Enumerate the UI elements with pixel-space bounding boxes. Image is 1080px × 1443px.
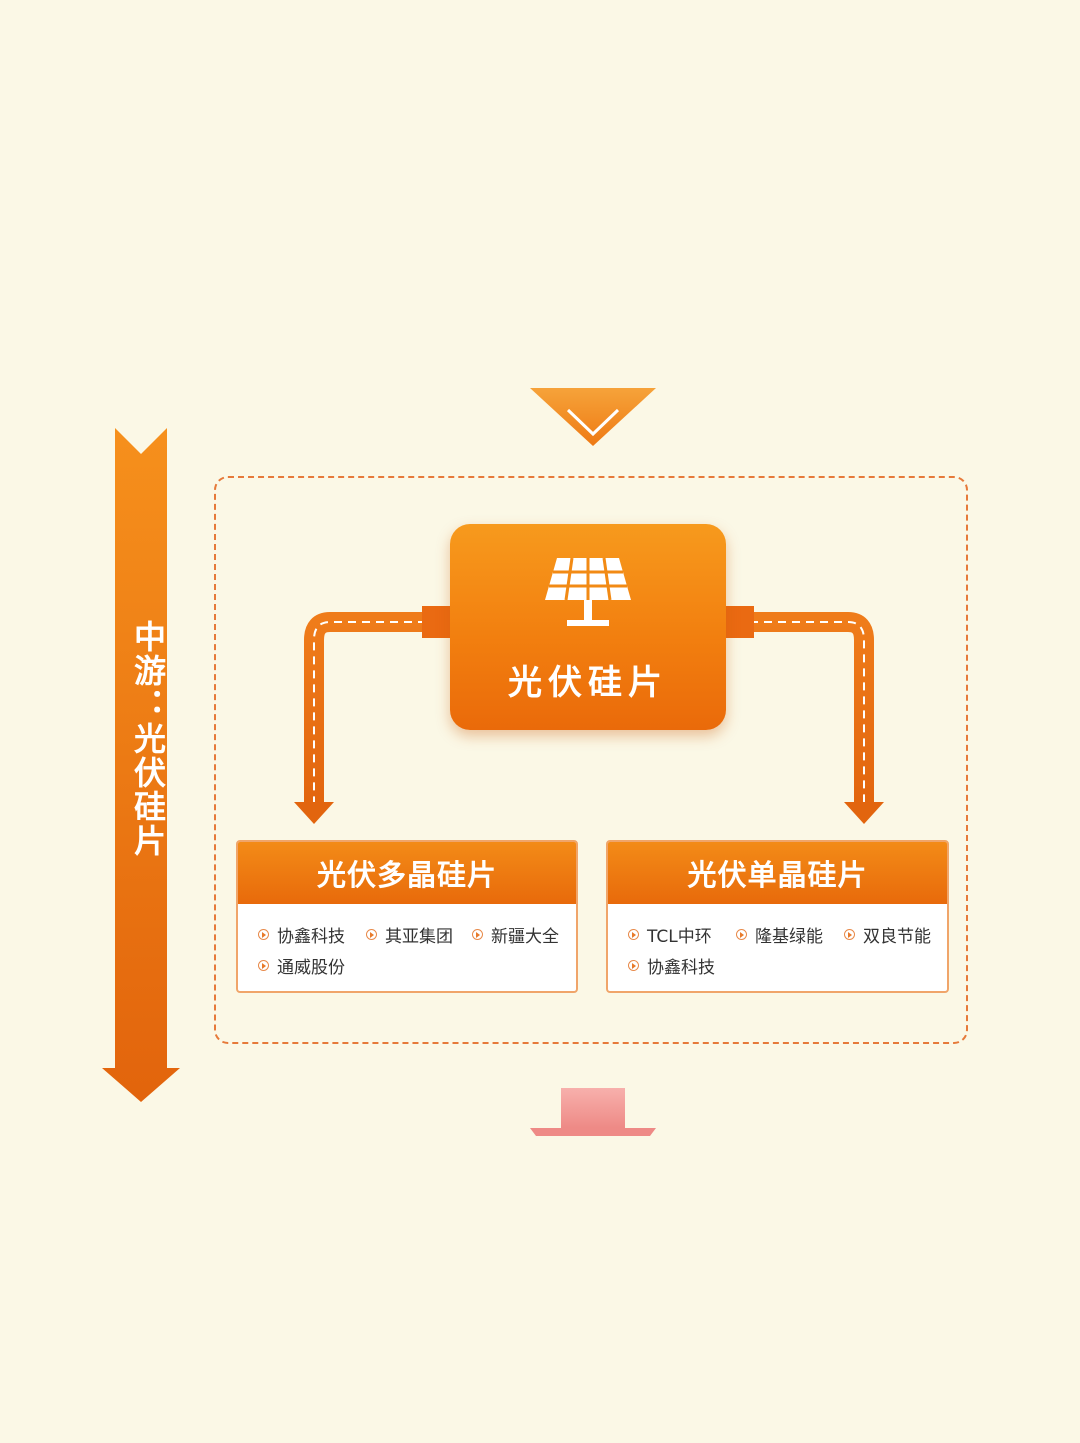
bullet-icon	[628, 929, 639, 940]
company-item: 隆基绿能	[736, 922, 823, 947]
solar-panel-icon	[545, 557, 631, 626]
center-title: 光伏硅片	[508, 663, 668, 703]
company-item: 协鑫科技	[628, 953, 715, 978]
dashed-frame	[214, 476, 968, 1044]
bullet-icon	[736, 929, 747, 940]
company-item: 新疆大全	[472, 922, 559, 947]
vertical-flow-arrow	[102, 428, 180, 1102]
company-item: 其亚集团	[366, 922, 453, 947]
card-title: 光伏单晶硅片	[608, 842, 947, 904]
company-item: 协鑫科技	[258, 922, 345, 947]
next-stage-block	[530, 1088, 656, 1136]
down-chevron-arrow	[530, 388, 656, 446]
bullet-icon	[258, 929, 269, 940]
bullet-icon	[472, 929, 483, 940]
bullet-icon	[366, 929, 377, 940]
company-item: 双良节能	[844, 922, 931, 947]
category-card-multicrystalline: 光伏多晶硅片 协鑫科技 其亚集团 新疆大全 通威股份	[236, 840, 578, 993]
company-list: TCL中环 隆基绿能 双良节能 协鑫科技	[608, 904, 947, 991]
card-title: 光伏多晶硅片	[238, 842, 576, 904]
bullet-icon	[844, 929, 855, 940]
stage-label: 中游：光伏硅片	[129, 620, 167, 858]
company-item: TCL中环	[628, 922, 712, 947]
bullet-icon	[258, 960, 269, 971]
bullet-icon	[628, 960, 639, 971]
company-list: 协鑫科技 其亚集团 新疆大全 通威股份	[238, 904, 576, 991]
company-item: 通威股份	[258, 953, 345, 978]
category-card-monocrystalline: 光伏单晶硅片 TCL中环 隆基绿能 双良节能 协鑫科技	[606, 840, 949, 993]
